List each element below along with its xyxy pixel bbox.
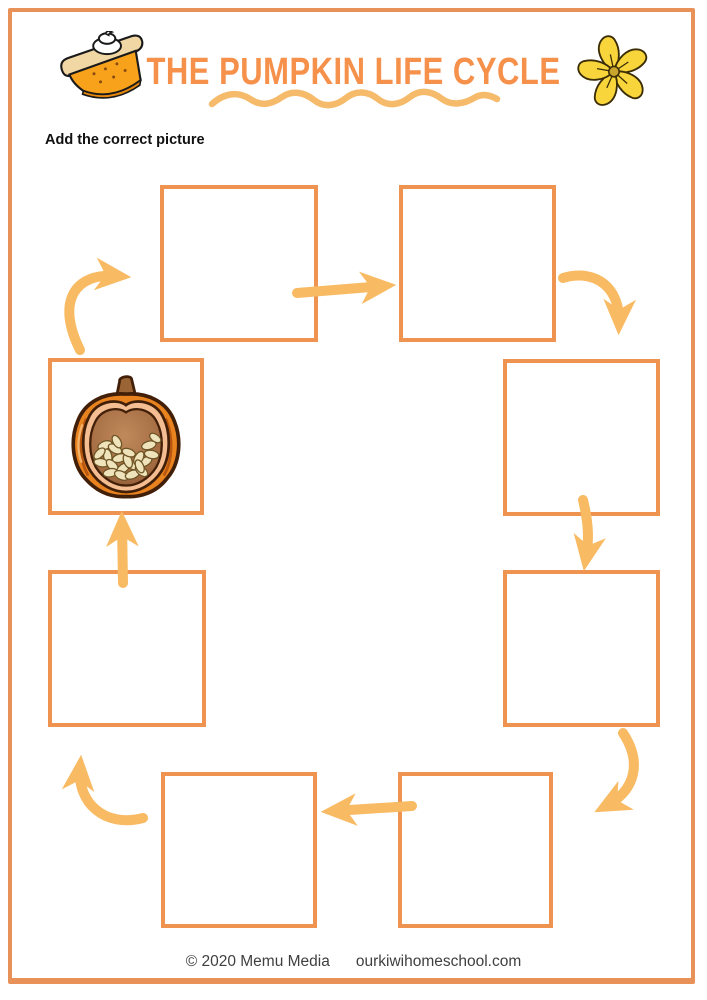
footer: © 2020 Memu Media ourkiwihomeschool.com [0, 953, 707, 971]
arrow-box8-to-box1 [64, 257, 132, 355]
copyright-text: © 2020 Memu Media [185, 953, 330, 970]
cut-pumpkin-with-seeds-icon [71, 374, 181, 498]
arrow-box2-to-box3 [558, 270, 637, 336]
cycle-box-4[interactable] [503, 570, 660, 727]
instruction-text: Add the correct picture [45, 132, 205, 148]
cycle-box-5[interactable] [398, 772, 553, 928]
pumpkin-flower-icon [577, 35, 648, 106]
cycle-box-2[interactable] [399, 185, 556, 342]
cycle-box-7[interactable] [48, 570, 206, 727]
header: THE PUMPKIN LIFE CYCLE [0, 0, 707, 130]
pumpkin-pie-icon [60, 31, 144, 99]
cycle-box-1[interactable] [160, 185, 318, 342]
arrow-box4-to-box5 [594, 728, 639, 813]
cycle-box-6[interactable] [161, 772, 317, 928]
arrow-box6-to-box7 [61, 754, 148, 826]
cycle-box-3[interactable] [503, 359, 660, 516]
page-title: THE PUMPKIN LIFE CYCLE [146, 50, 561, 93]
cycle-box-8[interactable] [48, 358, 204, 515]
website-text: ourkiwihomeschool.com [355, 953, 522, 970]
